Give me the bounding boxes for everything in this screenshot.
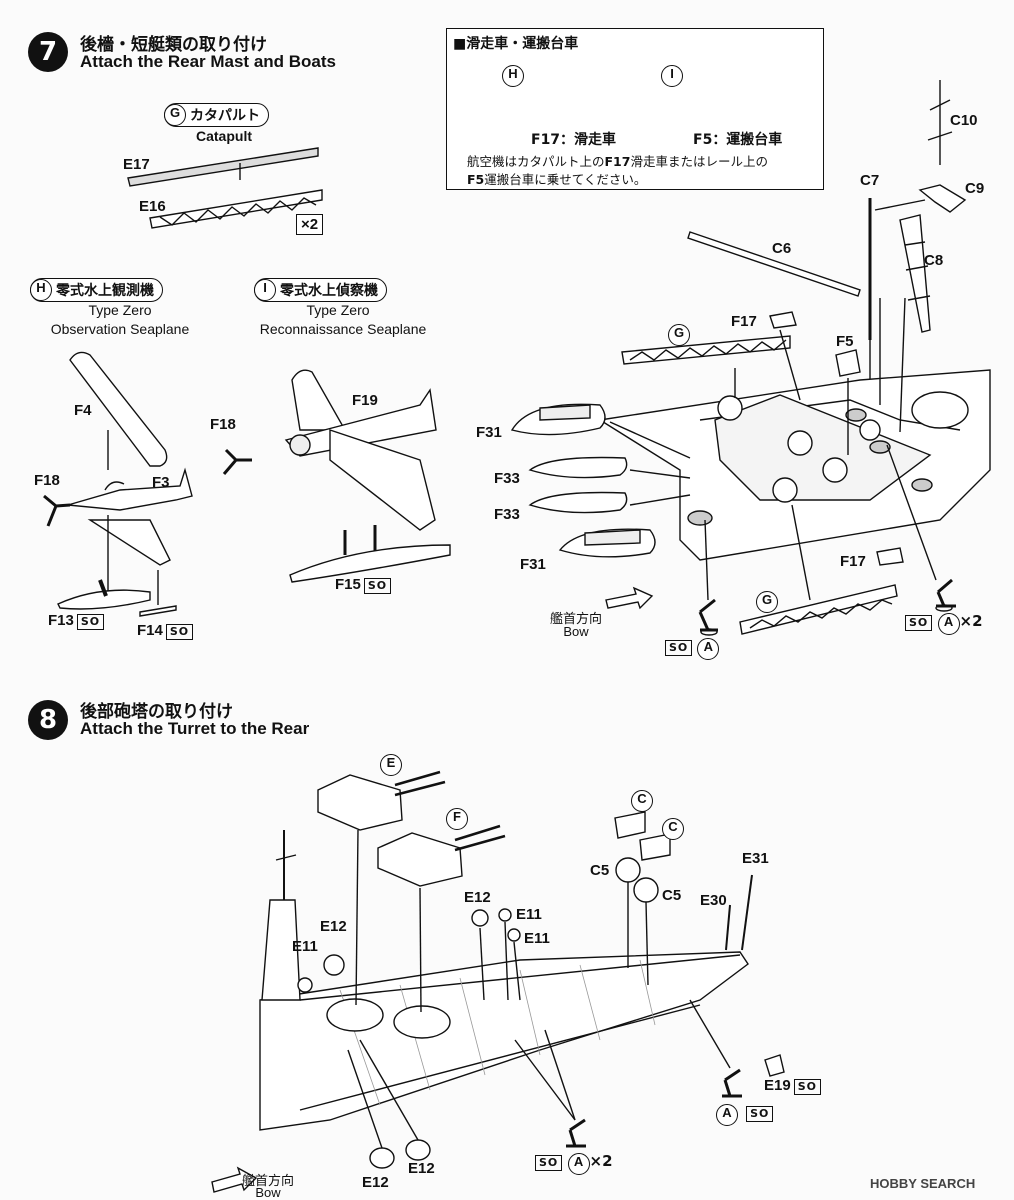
part-c5-a: C5	[590, 862, 610, 879]
part-f17-b: F17	[840, 553, 866, 570]
part-e12-b: E12	[464, 889, 491, 906]
step-7-title-en: Attach the Rear Mast and Boats	[80, 52, 336, 71]
step-8-title-en: Attach the Turret to the Rear	[80, 719, 310, 738]
part-e12-d: E12	[408, 1160, 435, 1177]
catapult-en: Catapult	[196, 128, 252, 144]
catapult-jp: カタパルト	[190, 108, 260, 124]
part-f19: F19	[352, 392, 378, 409]
part-g-1: G	[668, 324, 690, 346]
part-c8: C8	[924, 252, 944, 269]
part-f33-b: F33	[494, 506, 520, 523]
seaplane-h-letter: H	[30, 279, 52, 301]
so-a-tag-lower: SO A×2	[532, 1152, 613, 1175]
part-f31-a: F31	[476, 424, 502, 441]
part-e12-c: E12	[362, 1174, 389, 1191]
so-a-tag-upper-right: SO A×2	[902, 612, 983, 635]
bow-en-lower: Bow	[255, 1185, 281, 1200]
seaplane-i-en-1: Type Zero	[306, 302, 370, 318]
step-7-number: 7	[28, 32, 68, 72]
part-f31-b: F31	[520, 556, 546, 573]
part-g-2: G	[756, 591, 778, 613]
part-c6: C6	[772, 240, 792, 257]
part-e17: E17	[123, 156, 150, 173]
info-f17-caption: F17：滑走車	[531, 132, 617, 148]
part-f18-a: F18	[34, 472, 60, 489]
part-c7: C7	[860, 172, 880, 189]
bow-jp-lower: 艦首方向	[241, 1173, 294, 1188]
info-box: ■滑走車・運搬台車 H I F17：滑走車 F5：運搬台車 航空機はカタパルト上…	[446, 28, 824, 190]
part-f-turret: F	[446, 808, 468, 830]
part-e31: E31	[742, 850, 769, 867]
part-c10: C10	[950, 112, 978, 129]
part-e11-b: E11	[516, 906, 542, 923]
step-8-number: 8	[28, 700, 68, 740]
info-box-header: ■滑走車・運搬台車	[453, 36, 579, 52]
info-note-line2: F5運搬台車に乗せてください。	[467, 172, 647, 187]
info-note-line1: 航空機はカタパルト上のF17滑走車またはレール上の	[467, 154, 768, 169]
bow-en-upper: Bow	[563, 624, 589, 639]
step-7-title-jp: 後檣・短艇類の取り付け	[80, 35, 267, 55]
part-f18-b: F18	[210, 416, 236, 433]
part-e16: E16	[139, 198, 166, 215]
catapult-letter: G	[164, 104, 186, 126]
info-letter-h: H	[502, 65, 524, 87]
part-e12-a: E12	[320, 918, 347, 935]
bow-jp-upper: 艦首方向	[549, 611, 602, 626]
seaplane-h-jp: 零式水上観測機	[56, 283, 154, 299]
step-8-title-jp: 後部砲塔の取り付け	[80, 702, 233, 722]
part-f33-a: F33	[494, 470, 520, 487]
part-f4: F4	[74, 402, 92, 419]
seaplane-i-letter: I	[254, 279, 276, 301]
a-so-tag-lower-right: A SO	[716, 1102, 774, 1126]
part-e11-a: E11	[292, 938, 318, 955]
part-e30: E30	[700, 892, 727, 909]
info-letter-i: I	[661, 65, 683, 87]
part-f17-a: F17	[731, 313, 757, 330]
info-f5-caption: F5：運搬台車	[693, 132, 783, 148]
part-f3: F3	[152, 474, 170, 491]
so-a-tag-upper-left: SO A	[662, 636, 720, 660]
catapult-multiplier: ×2	[296, 214, 324, 235]
part-e11-c: E11	[524, 930, 550, 947]
watermark: HOBBY SEARCH	[870, 1176, 976, 1191]
seaplane-h-en-2: Observation Seaplane	[50, 321, 190, 337]
part-c5-b: C5	[662, 887, 682, 904]
seaplane-h-en-1: Type Zero	[88, 302, 152, 318]
seaplane-i-jp: 零式水上偵察機	[280, 283, 378, 299]
part-c-b: C	[662, 818, 684, 840]
part-e-turret: E	[380, 754, 402, 776]
part-f5: F5	[836, 333, 854, 350]
seaplane-i-en-2: Reconnaissance Seaplane	[259, 321, 427, 337]
part-c9: C9	[965, 180, 985, 197]
part-c-a: C	[631, 790, 653, 812]
